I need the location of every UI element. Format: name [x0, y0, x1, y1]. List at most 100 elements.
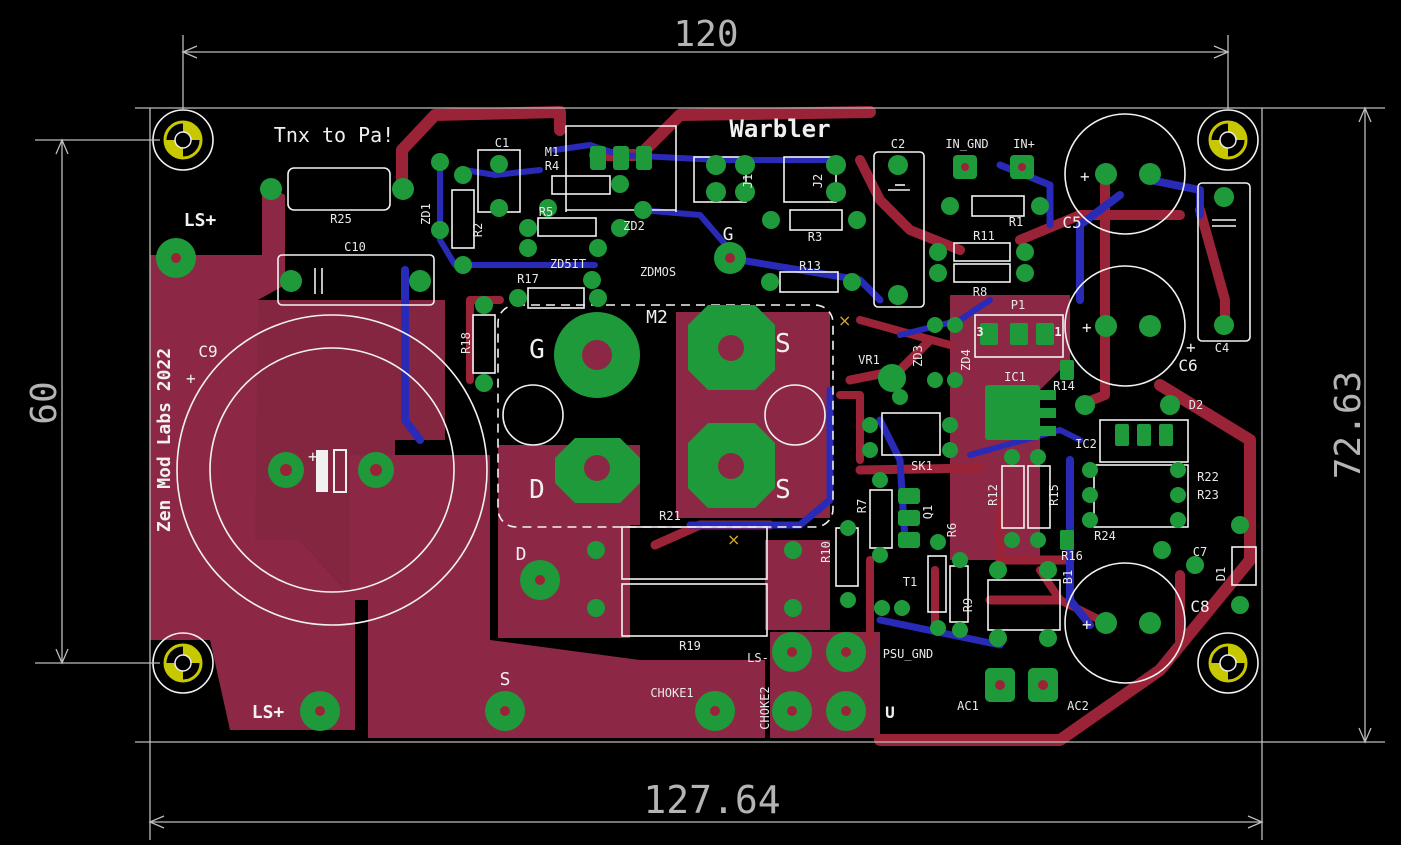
m2-source1-label: S — [775, 329, 791, 359]
svg-text:+: + — [186, 369, 196, 388]
dimension-top: 120 — [673, 14, 738, 55]
c5-label: C5 — [1062, 213, 1081, 232]
g-label: G — [723, 224, 734, 245]
r25-outline — [287, 167, 391, 211]
m1-label: M1 — [545, 145, 559, 159]
r18-label: R18 — [459, 332, 473, 354]
r10-outline — [835, 527, 859, 587]
d1-label: D1 — [1214, 567, 1228, 581]
r10-label: R10 — [819, 541, 833, 563]
large-pads — [554, 305, 775, 508]
m1-outline — [565, 125, 677, 212]
ic1-label: IC1 — [1004, 370, 1026, 384]
s-label: S — [500, 669, 511, 690]
r3-outline — [789, 209, 843, 231]
zd5-label: ZD5IT — [550, 257, 586, 271]
j1-label: J1 — [741, 174, 755, 188]
m2-drain-label: D — [529, 475, 545, 505]
svg-text:+: + — [1186, 338, 1196, 357]
p1-outline — [974, 314, 1064, 358]
r19-outline — [621, 583, 768, 637]
svg-text:+: + — [1080, 167, 1090, 186]
in-gnd-label: IN_GND — [945, 137, 988, 151]
svg-text:×: × — [838, 311, 851, 330]
mount-hole-tr — [1197, 109, 1259, 171]
polarity-marks: + + + + + + × × — [186, 167, 1236, 634]
b1-outline — [987, 579, 1061, 631]
u-label: U — [885, 703, 895, 722]
m2-hole-right — [764, 384, 826, 446]
r5-outline — [537, 217, 597, 237]
c8-label: C8 — [1190, 597, 1209, 616]
zd1-label: ZD1 — [419, 203, 433, 225]
m2-gate-label: G — [529, 335, 545, 365]
d1-outline — [1231, 546, 1257, 586]
c2-outline — [873, 151, 925, 308]
dimension-left: 60 — [24, 381, 65, 424]
m2-part-label: M2 — [646, 307, 668, 328]
m2-hole-left — [502, 384, 564, 446]
r8-label: R8 — [973, 285, 987, 299]
q1-label: Q1 — [921, 505, 935, 519]
t1-label: T1 — [903, 575, 917, 589]
r4-label: R4 — [545, 159, 559, 173]
small-pads — [260, 146, 1249, 647]
r9-outline — [949, 565, 969, 623]
ac1-label: AC1 — [957, 699, 979, 713]
r21-outline — [621, 526, 768, 580]
ls-minus-label: LS- — [747, 651, 769, 665]
r14-label: R14 — [1053, 379, 1075, 393]
r18-outline — [472, 314, 496, 374]
svg-text:+: + — [1082, 615, 1092, 634]
r19-label: R19 — [679, 639, 701, 653]
p1-label: P1 — [1011, 298, 1025, 312]
r7-outline — [869, 489, 893, 549]
j2-outline — [783, 156, 837, 203]
ac2-label: AC2 — [1067, 699, 1089, 713]
sk1-outline — [881, 412, 941, 456]
r1-outline — [971, 195, 1025, 217]
r25-label: R25 — [330, 212, 352, 226]
r13-outline — [779, 271, 839, 293]
sk1-label: SK1 — [911, 459, 933, 473]
svg-text:+: + — [308, 447, 318, 466]
r12-label: R12 — [986, 484, 1000, 506]
choke2-label: CHOKE2 — [758, 686, 772, 729]
choke1-label: CHOKE1 — [650, 686, 693, 700]
d-label: D — [516, 544, 527, 565]
dimension-right: 72.63 — [1328, 371, 1369, 479]
c6-label: C6 — [1178, 356, 1197, 375]
r15-label: R15 — [1047, 484, 1061, 506]
r9-label: R9 — [961, 598, 975, 612]
c4-outline — [1197, 182, 1251, 342]
zdmos-label: ZDMOS — [640, 265, 676, 279]
ic2-label: IC2 — [1075, 437, 1097, 451]
p1-pin1: 1 — [1054, 325, 1061, 339]
r17-label: R17 — [517, 272, 539, 286]
r23-label: R23 — [1197, 488, 1219, 502]
c9-outline — [176, 314, 488, 626]
zd2-label: ZD2 — [623, 219, 645, 233]
c9-label: C9 — [198, 342, 217, 361]
r16-label: R16 — [1061, 549, 1083, 563]
d2-label: D2 — [1189, 398, 1203, 412]
r2-outline — [451, 189, 475, 249]
board-note: Tnx to Pa! — [274, 123, 394, 147]
r11-outline — [953, 242, 1011, 262]
silkscreen-outlines — [176, 113, 1257, 684]
ic2-outline — [1099, 419, 1189, 463]
svg-text:+: + — [1082, 318, 1092, 337]
r15-outline — [1027, 465, 1051, 529]
mount-hole-br — [1197, 632, 1259, 694]
c1-label: C1 — [495, 136, 509, 150]
r5-label: R5 — [539, 205, 553, 219]
pads — [156, 146, 1249, 731]
r6-outline — [927, 555, 947, 613]
board-title: Warbler — [729, 115, 830, 143]
mount-hole-bl — [152, 632, 214, 694]
b1-label: B1 — [1061, 570, 1075, 584]
r22-label: R22 — [1197, 470, 1219, 484]
r24-label: R24 — [1094, 529, 1116, 543]
